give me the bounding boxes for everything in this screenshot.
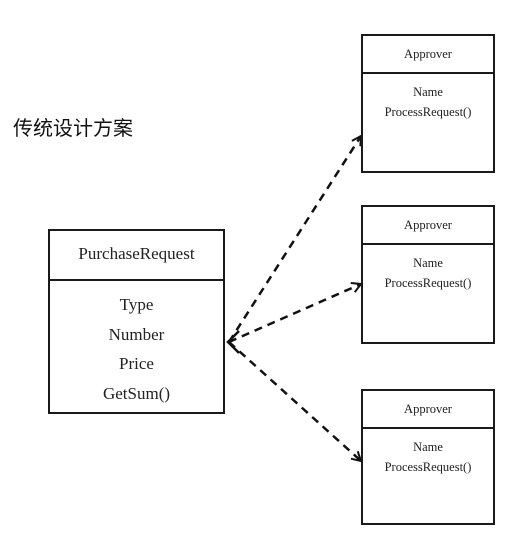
arrow-to-approver-3 [228, 341, 361, 461]
arrow-to-approver-1 [227, 136, 361, 343]
arrow-to-approver-2 [228, 284, 361, 344]
member-name: Name [413, 85, 443, 99]
approver-class-1: Approver Name ProcessRequest() [361, 34, 495, 173]
member-price: Price [119, 354, 154, 373]
diagram-caption: 传统设计方案 [13, 116, 133, 140]
member-processrequest: ProcessRequest() [384, 276, 472, 290]
approver-class-2: Approver Name ProcessRequest() [361, 205, 495, 344]
class-name: Approver [363, 36, 493, 74]
class-members: Type Number Price GetSum() [50, 281, 223, 408]
member-processrequest: ProcessRequest() [384, 460, 472, 474]
source-arrowhead [226, 330, 240, 354]
class-name: Approver [363, 207, 493, 245]
class-members: Name ProcessRequest() [363, 429, 493, 477]
approver-class-3: Approver Name ProcessRequest() [361, 389, 495, 525]
purchase-request-class: PurchaseRequest Type Number Price GetSum… [48, 229, 225, 414]
class-members: Name ProcessRequest() [363, 245, 493, 293]
member-number: Number [108, 324, 165, 344]
member-name: Name [413, 440, 443, 454]
member-name: Name [413, 256, 443, 270]
class-name: Approver [363, 391, 493, 429]
member-getsum: GetSum() [102, 383, 171, 403]
class-members: Name ProcessRequest() [363, 74, 493, 122]
class-name: PurchaseRequest [50, 231, 223, 281]
member-type: Type [119, 295, 154, 314]
member-processrequest: ProcessRequest() [384, 105, 472, 119]
